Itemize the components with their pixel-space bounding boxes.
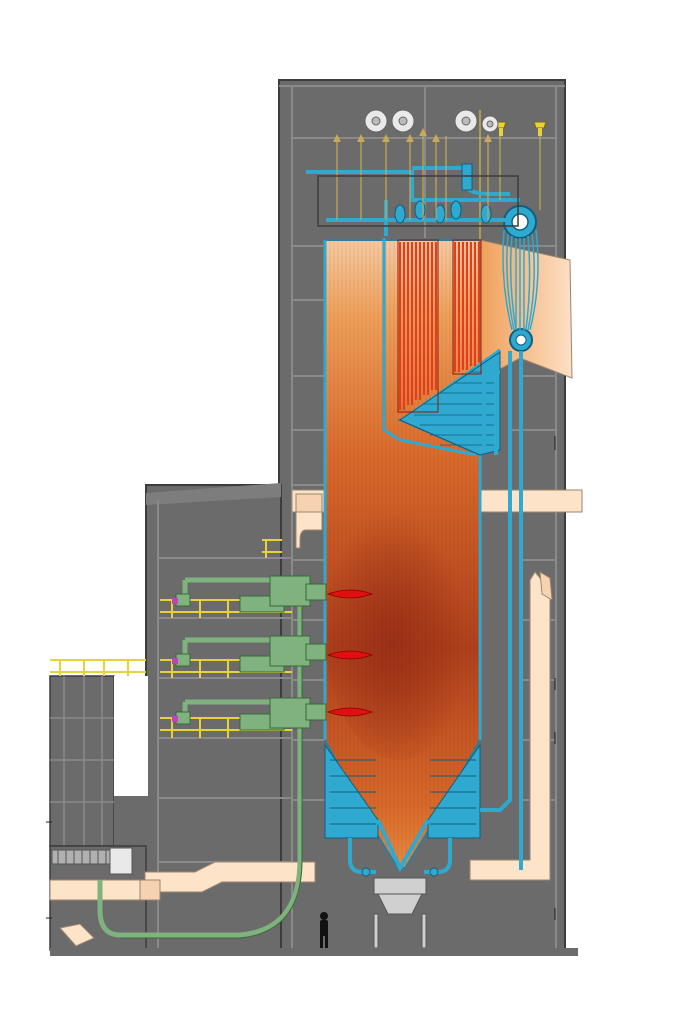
ground-line [50, 948, 578, 956]
burner-row-2 [172, 635, 327, 673]
burner-row-1 [172, 575, 327, 613]
mud-drum [509, 328, 533, 352]
furnace [324, 239, 481, 869]
vent-arrows [333, 128, 492, 142]
fan-icon [364, 109, 499, 133]
ash-hopper [373, 877, 427, 949]
burner-row-3 [172, 697, 327, 731]
top-enclosure [317, 175, 519, 227]
boiler-bank-tubes [502, 229, 539, 331]
superheater-panels [399, 242, 480, 410]
furnace-hopper [324, 743, 481, 877]
access-platforms [50, 110, 481, 738]
superheater-outline [397, 239, 482, 413]
safety-valve-icon [495, 121, 547, 136]
person-icon [320, 912, 328, 948]
top-headers [306, 166, 520, 236]
flame-icon [326, 589, 374, 717]
column-brackets [46, 436, 556, 920]
coal-pipe-outline [120, 590, 303, 939]
downcomers [480, 351, 523, 870]
